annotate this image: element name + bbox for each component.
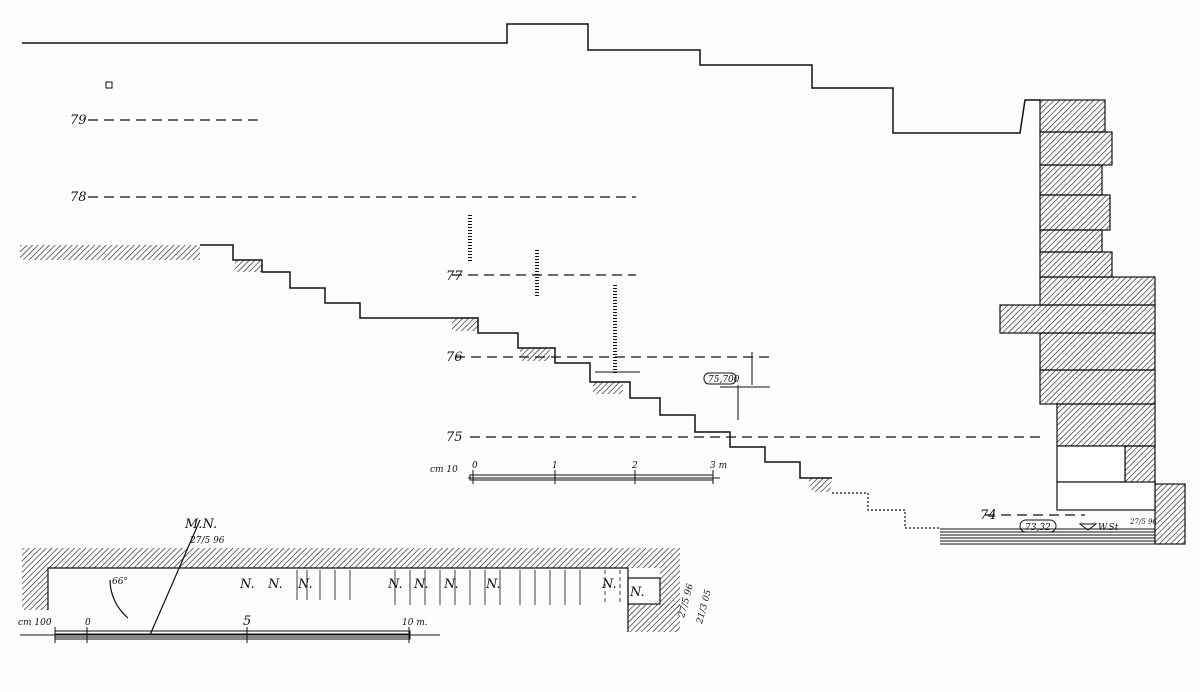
gauge-posts bbox=[468, 215, 770, 420]
masonry-wall bbox=[999, 99, 1186, 545]
level-78: 78 bbox=[70, 190, 87, 205]
small-scale-tick-0: 0 bbox=[472, 461, 478, 471]
level-74: 74 bbox=[980, 508, 997, 523]
signature-date-2: 21/3 05 bbox=[695, 589, 714, 626]
north-mark-date: 27/5 96 bbox=[189, 536, 225, 546]
plan-mark-2: N. bbox=[267, 577, 283, 592]
small-scale-tick-1: 1 bbox=[552, 461, 558, 471]
plan-mark-8: N. bbox=[601, 577, 617, 592]
plan-mark-6: N. bbox=[443, 577, 459, 592]
water-level-icon bbox=[1078, 523, 1098, 531]
large-scale-bar bbox=[20, 627, 440, 643]
plan-view bbox=[22, 519, 680, 636]
level-79: 79 bbox=[70, 113, 87, 128]
large-scale-tick-10: 10 m. bbox=[402, 618, 428, 628]
small-scale-bar bbox=[468, 470, 720, 484]
plan-mark-4: N. bbox=[387, 577, 403, 592]
benchmark-icon bbox=[105, 81, 113, 89]
level-75: 75 bbox=[446, 430, 463, 445]
plan-mark-5: N. bbox=[413, 577, 429, 592]
ground-profile bbox=[22, 23, 1040, 134]
water-level-date: 27/5 96 bbox=[1129, 518, 1157, 526]
large-scale-tick-5: 5 bbox=[243, 614, 251, 629]
plan-mark-9: N. bbox=[629, 585, 645, 600]
level-76: 76 bbox=[446, 350, 463, 365]
water-level-label: W.St bbox=[1098, 523, 1119, 533]
small-scale-tick-2: 2 bbox=[631, 461, 638, 471]
plan-mark-3: N. bbox=[297, 577, 313, 592]
angle-label: 66° bbox=[112, 577, 128, 587]
small-scale-unit: cm 10 bbox=[430, 465, 458, 475]
level-77: 77 bbox=[446, 269, 463, 284]
step-hatches bbox=[235, 260, 832, 492]
level-lines bbox=[88, 119, 1085, 516]
north-mark-label: M.N. bbox=[184, 517, 217, 532]
spot-height-water-box bbox=[1019, 519, 1057, 533]
water-body bbox=[940, 528, 1155, 545]
plan-mark-7: N. bbox=[485, 577, 501, 592]
large-scale-tick-0: 0 bbox=[85, 618, 91, 628]
staircase-dotted bbox=[832, 492, 940, 529]
spot-height-upper: 75,700 bbox=[708, 375, 740, 385]
large-scale-unit: cm 100 bbox=[18, 618, 52, 628]
spot-height-water: 73,32 bbox=[1025, 523, 1051, 533]
small-scale-tick-3: 3 m bbox=[710, 461, 727, 471]
plan-mark-1: N. bbox=[239, 577, 255, 592]
hatched-platform bbox=[20, 245, 200, 260]
staircase bbox=[200, 244, 832, 479]
spot-height-box bbox=[703, 372, 737, 385]
